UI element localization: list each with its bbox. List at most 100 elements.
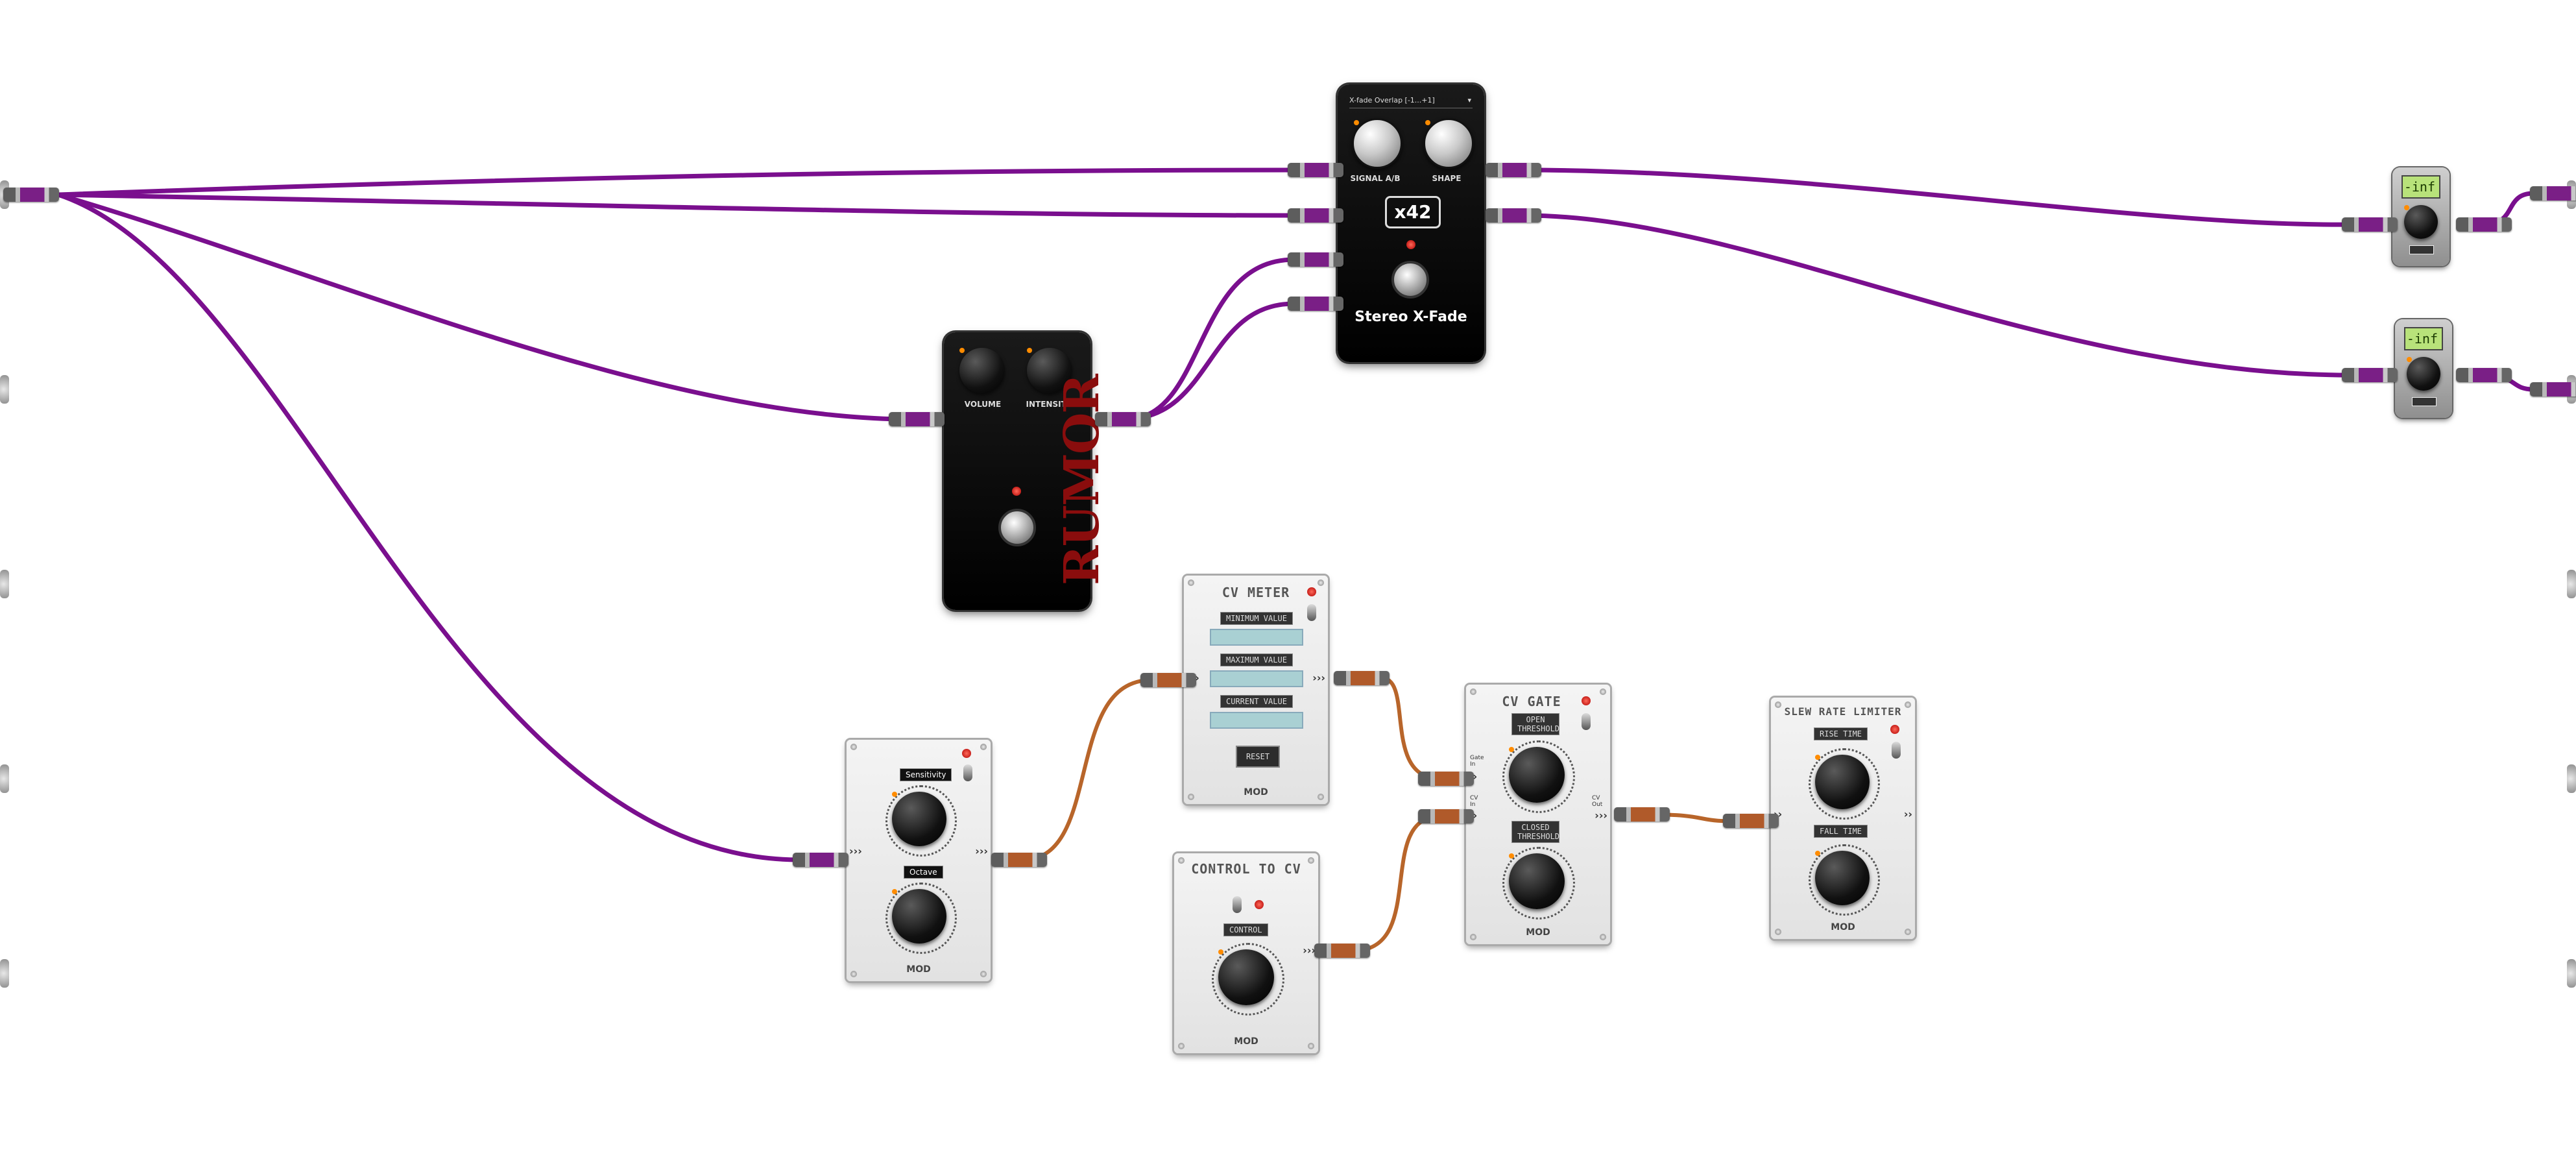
audio-cable[interactable] — [1522, 167, 2356, 227]
screw — [1905, 701, 1911, 708]
audio-cable[interactable] — [56, 192, 799, 862]
status-led — [1890, 725, 1899, 734]
dial-scale — [1809, 844, 1880, 916]
minimum-value-bar — [1210, 629, 1303, 646]
system-capture-jack[interactable] — [0, 375, 9, 404]
cable-plug[interactable] — [1486, 208, 1541, 223]
peak-meter[interactable]: -inf — [2392, 167, 2450, 266]
system-playback-jack[interactable] — [2567, 764, 2576, 793]
cable-plug[interactable] — [3, 188, 59, 202]
cable-plug[interactable] — [1095, 412, 1151, 426]
fall-time-knob[interactable] — [1815, 851, 1870, 905]
audio-cable[interactable] — [1522, 213, 2356, 378]
status-led — [1307, 587, 1316, 596]
reset-button[interactable]: RESET — [1236, 746, 1280, 768]
bypass-toggle[interactable] — [1582, 713, 1591, 730]
output-arrow: ››› — [975, 845, 988, 857]
cv-meter-module[interactable]: CV METER MINIMUM VALUE MAXIMUM VALUE CUR… — [1184, 576, 1328, 804]
audio-cable[interactable] — [56, 167, 1297, 197]
system-playback-jack[interactable] — [2567, 959, 2576, 988]
cable-plug-cv[interactable] — [1614, 807, 1670, 822]
screw — [1308, 857, 1314, 864]
audio-cable[interactable] — [1126, 301, 1297, 422]
footswitch[interactable] — [1391, 261, 1429, 299]
current-value-bar — [1210, 712, 1303, 729]
screw — [1318, 579, 1324, 586]
cable-plug-cv[interactable] — [1314, 944, 1370, 958]
slew-rate-limiter-module[interactable]: SLEW RATE LIMITER RISE TIME FALL TIME ››… — [1771, 698, 1915, 939]
screw — [1775, 929, 1781, 935]
gain-knob[interactable] — [2407, 357, 2440, 391]
cable-plug-cv[interactable] — [1418, 809, 1474, 823]
cv-cable[interactable] — [1023, 678, 1153, 862]
system-capture-jack[interactable] — [0, 764, 9, 793]
rumor-logo: RUMOR — [1054, 375, 1110, 585]
cable-plug-cv[interactable] — [1418, 772, 1474, 786]
param-label: Octave — [904, 866, 943, 879]
signal-ab-knob[interactable] — [1352, 118, 1402, 169]
system-capture-jack[interactable] — [0, 959, 9, 988]
footswitch[interactable] — [998, 509, 1036, 546]
cable-plug-cv[interactable] — [1140, 673, 1196, 687]
cable-plug[interactable] — [2342, 368, 2398, 382]
sensitivity-knob[interactable] — [892, 792, 946, 846]
intensity-knob[interactable] — [1027, 348, 1072, 393]
system-capture-jack[interactable] — [0, 570, 9, 598]
mod-logo: MOD — [1526, 927, 1550, 938]
port-label: CV Out — [1592, 795, 1603, 808]
audio-cable[interactable] — [56, 192, 1297, 218]
volume-knob[interactable] — [959, 348, 1005, 393]
peak-meter[interactable]: -inf — [2395, 319, 2452, 418]
module-title: CONTROL TO CV — [1191, 861, 1301, 877]
system-playback-jack[interactable] — [2567, 570, 2576, 598]
cv-cable[interactable] — [1380, 676, 1442, 781]
cable-plug[interactable] — [2530, 186, 2576, 201]
screw — [1308, 1043, 1314, 1049]
cable-plug-cv[interactable] — [991, 853, 1047, 867]
status-led — [962, 749, 971, 758]
control-to-cv-module[interactable]: CONTROL TO CV CONTROL ››› MOD — [1174, 853, 1318, 1053]
cable-plug-cv[interactable] — [1334, 671, 1390, 685]
closed-threshold-knob[interactable] — [1509, 853, 1565, 909]
cable-plug[interactable] — [1486, 163, 1541, 177]
dial-scale — [1809, 748, 1880, 820]
cable-plug[interactable] — [2342, 217, 2398, 232]
xfade-parameter-dropdown[interactable]: X-fade Overlap [-1...+1] ▾ — [1349, 93, 1473, 108]
control-knob[interactable] — [1218, 949, 1274, 1005]
bypass-toggle[interactable] — [1233, 896, 1242, 913]
shape-knob[interactable] — [1423, 118, 1474, 169]
bypass-toggle[interactable] — [963, 764, 972, 781]
cv-cable[interactable] — [1354, 814, 1442, 953]
rumor-pedal[interactable]: VOLUME INTENSITY RUMOR — [944, 332, 1110, 610]
cable-plug[interactable] — [793, 853, 849, 867]
cable-plug[interactable] — [1288, 208, 1343, 223]
cable-plug[interactable] — [1288, 297, 1343, 311]
screw — [850, 744, 857, 750]
cable-plug[interactable] — [1288, 163, 1343, 177]
cv-gate-module[interactable]: CV GATE OPEN THRESHOLD CLOSED THRESHOLD … — [1466, 685, 1610, 944]
param-label: Sensitivity — [900, 768, 952, 781]
input-arrow: ››› — [849, 845, 862, 857]
rise-time-knob[interactable] — [1815, 755, 1870, 809]
cable-plug[interactable] — [1288, 252, 1343, 267]
dial-scale — [885, 785, 957, 857]
screw — [1188, 579, 1194, 586]
cable-plug[interactable] — [2530, 382, 2576, 396]
cable-plug[interactable] — [2456, 217, 2512, 232]
open-threshold-knob[interactable] — [1509, 747, 1565, 803]
audio-to-cv-module[interactable]: Sensitivity Octave ››› ››› MOD — [847, 740, 991, 981]
screw — [1775, 701, 1781, 708]
mod-logo: MOD — [1234, 1036, 1258, 1047]
audio-cable[interactable] — [56, 192, 904, 422]
audio-cable[interactable] — [1126, 257, 1297, 422]
cable-plug-cv[interactable] — [1723, 814, 1779, 828]
gain-knob[interactable] — [2404, 205, 2438, 239]
cable-plug[interactable] — [889, 412, 945, 426]
bypass-toggle[interactable] — [1892, 742, 1901, 759]
cable-plug[interactable] — [2456, 368, 2512, 382]
output-arrow: ››› — [1595, 809, 1607, 822]
stereo-xfade-pedal[interactable]: X-fade Overlap [-1...+1] ▾ SIGNAL A/B SH… — [1338, 84, 1484, 362]
octave-knob[interactable] — [892, 889, 946, 944]
bypass-toggle[interactable] — [1307, 604, 1316, 621]
param-label: RISE TIME — [1814, 727, 1868, 740]
